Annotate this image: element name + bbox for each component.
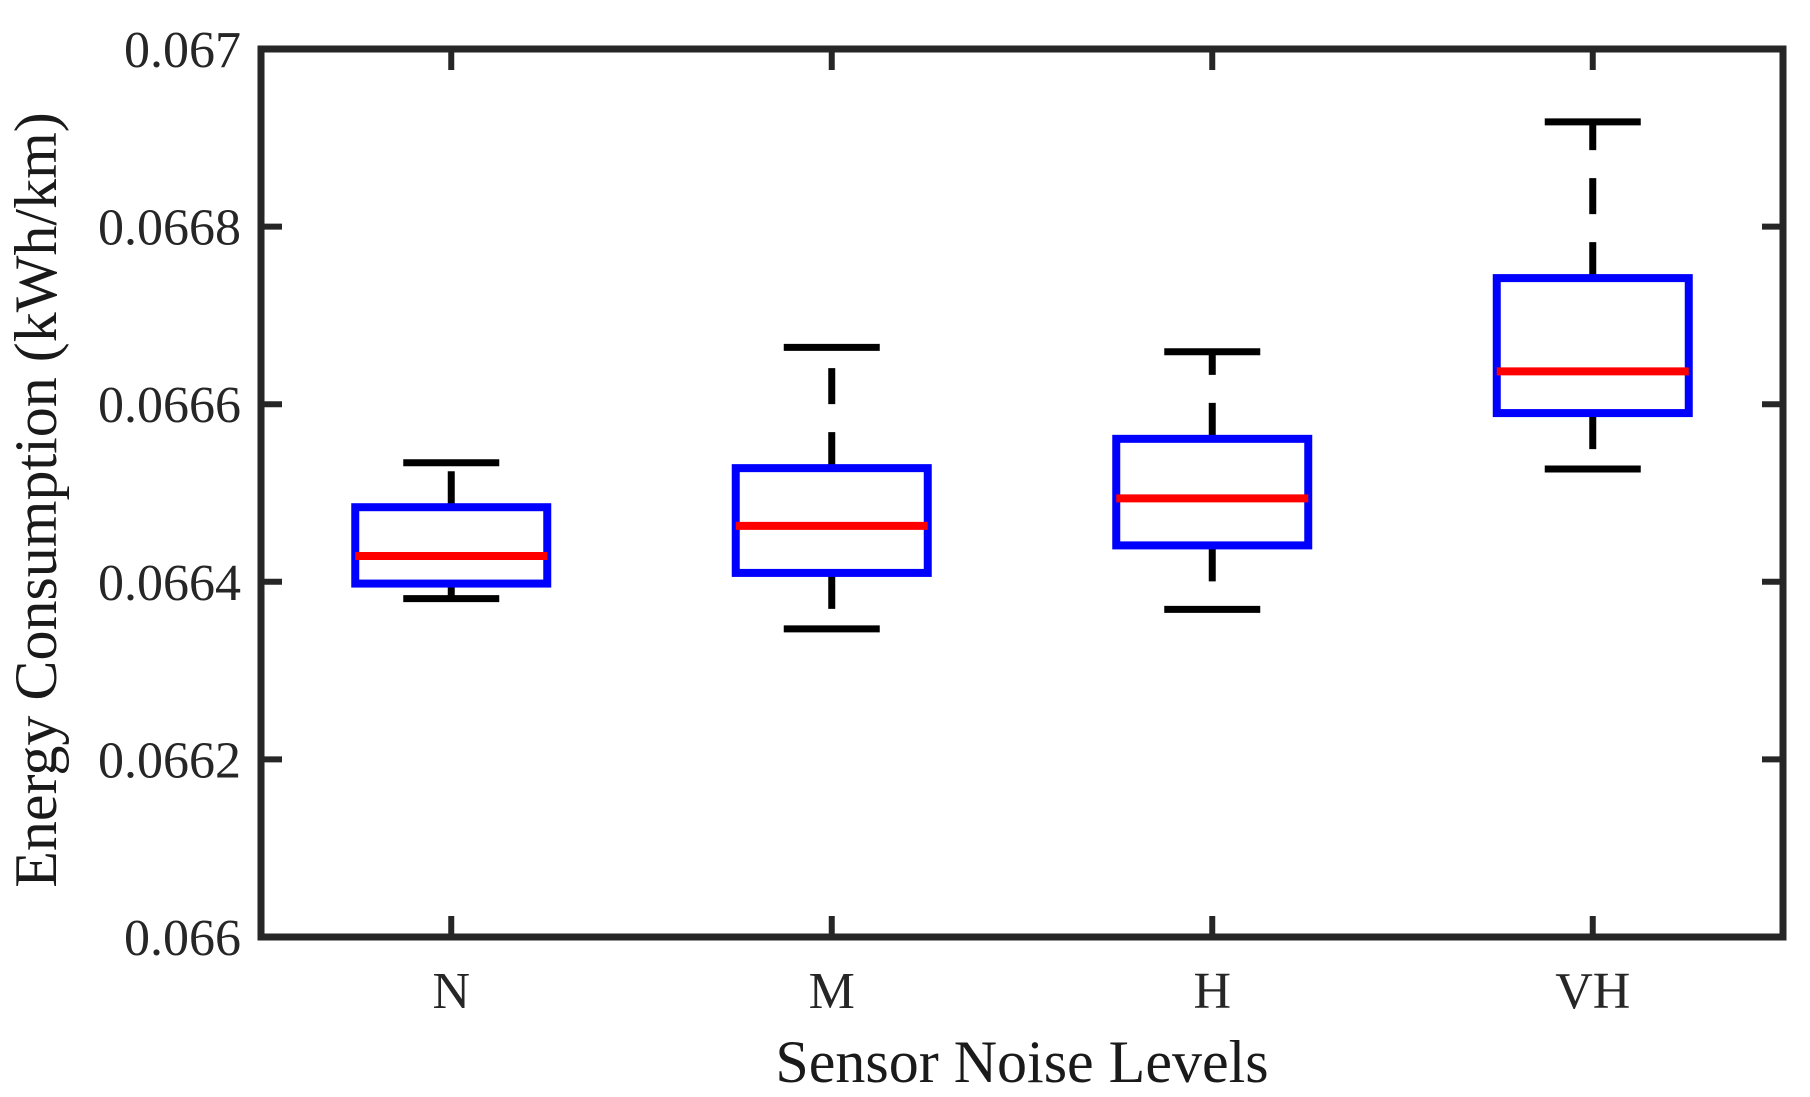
x-tick-label: M <box>809 963 855 1020</box>
y-axis-label: Energy Consumption (kWh/km) <box>3 112 69 888</box>
x-tick-label: H <box>1193 963 1231 1020</box>
y-tick-label: 0.0668 <box>98 200 241 257</box>
y-tick-label: 0.066 <box>124 910 241 967</box>
x-tick-label: N <box>432 963 470 1020</box>
box-series <box>351 118 1693 633</box>
x-tick-labels: N M H VH <box>432 963 1630 1020</box>
iqr-box-M <box>731 464 932 577</box>
y-tick-label: 0.0666 <box>98 377 241 434</box>
y-tick-labels: 0.066 0.0662 0.0664 0.0666 0.0668 0.067 <box>98 22 241 967</box>
x-tick-label: VH <box>1555 963 1630 1020</box>
axis-ticks <box>264 52 1780 934</box>
iqr-box-H <box>1112 434 1313 550</box>
iqr-box-N <box>351 503 552 588</box>
iqr-box-VH <box>1492 274 1693 418</box>
y-tick-label: 0.0664 <box>98 555 241 612</box>
y-tick-label: 0.067 <box>124 22 241 79</box>
plot-frame <box>257 45 1787 941</box>
y-tick-label: 0.0662 <box>98 732 241 789</box>
x-axis-label: Sensor Noise Levels <box>775 1029 1268 1095</box>
